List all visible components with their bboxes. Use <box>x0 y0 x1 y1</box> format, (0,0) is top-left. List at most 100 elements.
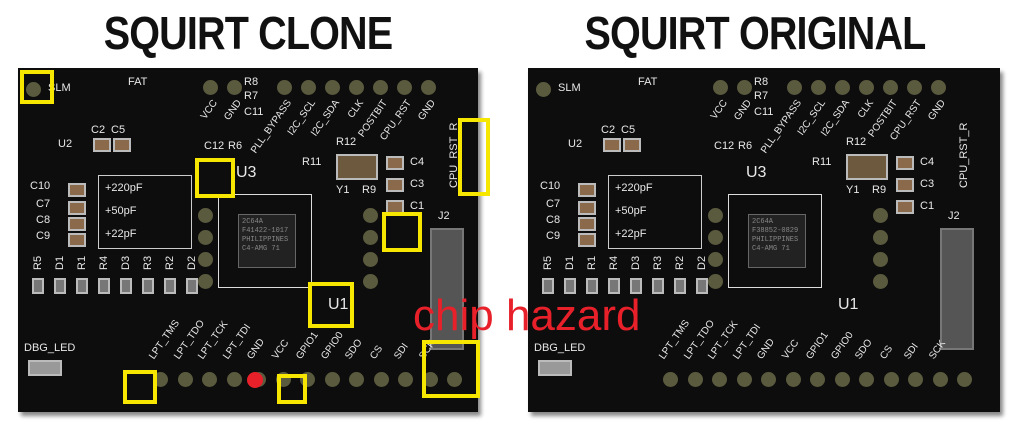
smd-part <box>608 278 620 294</box>
component-label: C2 <box>601 124 616 136</box>
smd-part <box>76 278 88 294</box>
connector-j2 <box>940 228 974 350</box>
pin-label: GND <box>755 336 777 362</box>
chip-marking: PHILIPPINES <box>752 236 799 244</box>
component-label: R6 <box>738 140 753 152</box>
component-label: U3 <box>236 164 257 181</box>
component-label: R8 <box>244 76 259 88</box>
pin-label: SDO <box>853 337 875 362</box>
component-label: C10 <box>540 180 561 192</box>
chip-marking: 2C64A <box>752 218 774 226</box>
component-label: Y1 <box>846 184 860 196</box>
bottom-component-label: D3 <box>630 255 642 270</box>
component-label: C11 <box>754 106 774 118</box>
pin <box>787 80 802 95</box>
debug-led <box>538 360 572 376</box>
cap-label: +50pF <box>105 205 137 217</box>
bottom-component-label: R2 <box>164 255 176 270</box>
chip-marking: F38852-0829 <box>752 227 799 235</box>
chip-marking: C4-AMG 71 <box>242 245 280 253</box>
pin <box>761 372 776 387</box>
component-label: C12 <box>714 140 735 152</box>
chip-marking: F41422-1017 <box>242 227 289 235</box>
component-label: C12 <box>204 140 225 152</box>
red-dot-marker <box>247 372 263 388</box>
component-label: U3 <box>746 164 767 181</box>
component-label: R11 <box>302 156 322 168</box>
component-label: R11 <box>812 156 832 168</box>
component-label: R12 <box>336 136 357 148</box>
bottom-component-label: R3 <box>142 255 154 270</box>
bottom-component-label: D1 <box>564 255 576 270</box>
pin <box>422 372 438 387</box>
capacitor <box>93 138 111 152</box>
component-label: C7 <box>36 198 51 210</box>
pin <box>957 372 972 387</box>
component-label: R8 <box>754 76 769 88</box>
component-label: R6 <box>228 140 243 152</box>
pin <box>859 80 874 95</box>
pin <box>810 372 825 387</box>
pin <box>736 372 752 387</box>
component-label: J2 <box>438 210 450 222</box>
title-original: SQUIRT ORIGINAL <box>584 7 927 59</box>
connector-j2 <box>430 228 464 350</box>
capacitor <box>113 138 131 152</box>
component-label: R9 <box>362 184 377 196</box>
bottom-component-label: R4 <box>98 255 110 270</box>
smd-part <box>142 278 154 294</box>
pin <box>227 80 242 95</box>
smd-part <box>652 278 664 294</box>
component-label: C3 <box>920 178 935 190</box>
title-clone: SQUIRT CLONE <box>103 7 393 59</box>
pin <box>198 208 213 223</box>
pin <box>421 80 436 95</box>
cpu-rst-label: CPU_RST_R <box>958 122 970 188</box>
pin <box>325 80 340 95</box>
smd-part <box>542 278 554 294</box>
pin <box>363 274 378 289</box>
pin <box>932 372 948 387</box>
highlight-box <box>277 374 307 404</box>
bottom-component-label: R1 <box>586 255 598 270</box>
capacitor <box>578 201 596 215</box>
pin-label: CS <box>877 343 895 362</box>
pin <box>349 80 364 95</box>
pin-label: SCK <box>926 338 948 362</box>
component-label: C1 <box>920 200 935 212</box>
capacitor <box>68 233 86 247</box>
silk-label: FAT <box>638 76 658 88</box>
pin-label: GPIO0 <box>318 330 346 362</box>
cap-label: +220pF <box>615 182 653 194</box>
pin <box>931 80 946 95</box>
pin <box>873 252 888 267</box>
chip-outline <box>728 194 822 288</box>
component-label: C4 <box>410 156 425 168</box>
pin-label: SDO <box>343 337 365 362</box>
smd-part <box>586 278 598 294</box>
component-label: C1 <box>410 200 425 212</box>
pin <box>349 372 364 387</box>
bottom-component-label: R5 <box>32 255 44 270</box>
highlight-box <box>308 282 354 328</box>
capacitor <box>603 138 621 152</box>
component-label: U1 <box>328 296 349 313</box>
pin <box>177 372 193 387</box>
pin-label: SDI <box>392 341 411 362</box>
pin <box>373 372 389 387</box>
component-label: C5 <box>111 124 126 136</box>
pin <box>713 80 728 95</box>
component-label: C2 <box>91 124 106 136</box>
pin-label: SDI <box>902 341 921 362</box>
highlight-box <box>20 70 54 104</box>
capacitor <box>386 178 404 192</box>
bottom-component-label: D2 <box>696 255 708 270</box>
capacitor <box>68 217 86 231</box>
pin <box>908 372 923 387</box>
debug-led <box>28 360 62 376</box>
pin <box>708 230 723 245</box>
